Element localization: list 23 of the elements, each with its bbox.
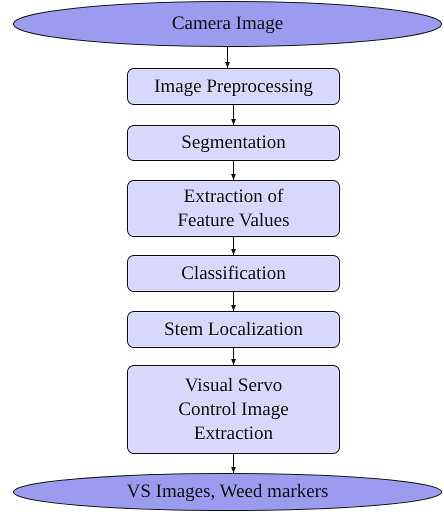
process-box bbox=[127, 311, 340, 348]
process-box bbox=[127, 68, 340, 105]
arrow bbox=[225, 46, 230, 68]
terminal-ellipse bbox=[13, 1, 442, 47]
arrow bbox=[231, 454, 236, 474]
arrow bbox=[231, 348, 236, 366]
node-label: Classification bbox=[181, 262, 286, 286]
process-box bbox=[127, 255, 340, 292]
process-box bbox=[127, 365, 340, 454]
node-label: Image Preprocessing bbox=[154, 74, 313, 98]
process-box bbox=[127, 125, 340, 161]
terminal-ellipse bbox=[13, 473, 442, 511]
node-label: Stem Localization bbox=[164, 318, 303, 342]
process-box bbox=[127, 180, 340, 237]
arrow bbox=[231, 104, 236, 126]
arrow bbox=[231, 292, 236, 312]
node-label: Camera Image bbox=[172, 12, 284, 36]
node-label: Visual Servo Control Image Extraction bbox=[177, 374, 290, 446]
arrow bbox=[231, 160, 236, 180]
node-label: VS Images, Weed markers bbox=[126, 480, 328, 504]
arrow bbox=[231, 236, 236, 256]
node-label: Segmentation bbox=[181, 131, 286, 155]
node-label: Extraction of Feature Values bbox=[176, 184, 291, 232]
